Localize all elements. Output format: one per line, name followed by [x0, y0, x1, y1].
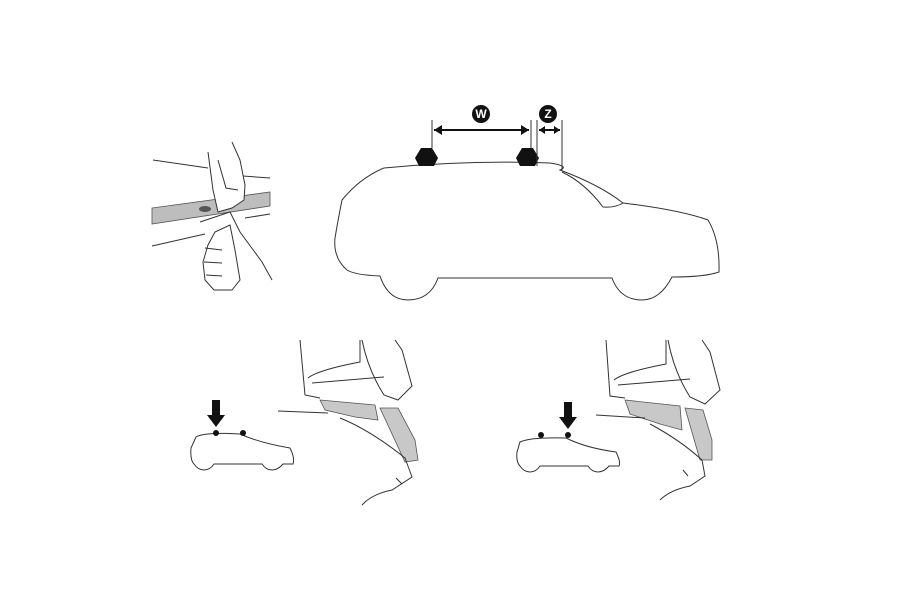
car-side-view: W Z — [334, 105, 720, 301]
mini-car-rear — [516, 402, 621, 473]
foot-clamp-closeup-rear — [595, 339, 721, 501]
mini-car-front — [190, 400, 295, 471]
roof-foot-rear — [415, 148, 438, 166]
z-dimension-arrow — [539, 126, 560, 134]
car-outline — [334, 161, 720, 301]
front-foot-detail-panel — [190, 339, 419, 506]
down-arrow-icon — [207, 400, 225, 427]
roof-foot-front — [516, 148, 539, 166]
w-label-badge — [472, 105, 490, 123]
z-label: Z — [544, 107, 551, 121]
clip-detail-panel — [151, 141, 273, 291]
w-label: W — [475, 107, 487, 121]
foot-clamp-closeup-front — [277, 339, 419, 506]
down-arrow-icon — [559, 402, 577, 429]
rear-foot-detail-panel — [516, 339, 721, 501]
z-label-badge — [539, 105, 557, 123]
w-dimension-arrow — [434, 125, 529, 135]
